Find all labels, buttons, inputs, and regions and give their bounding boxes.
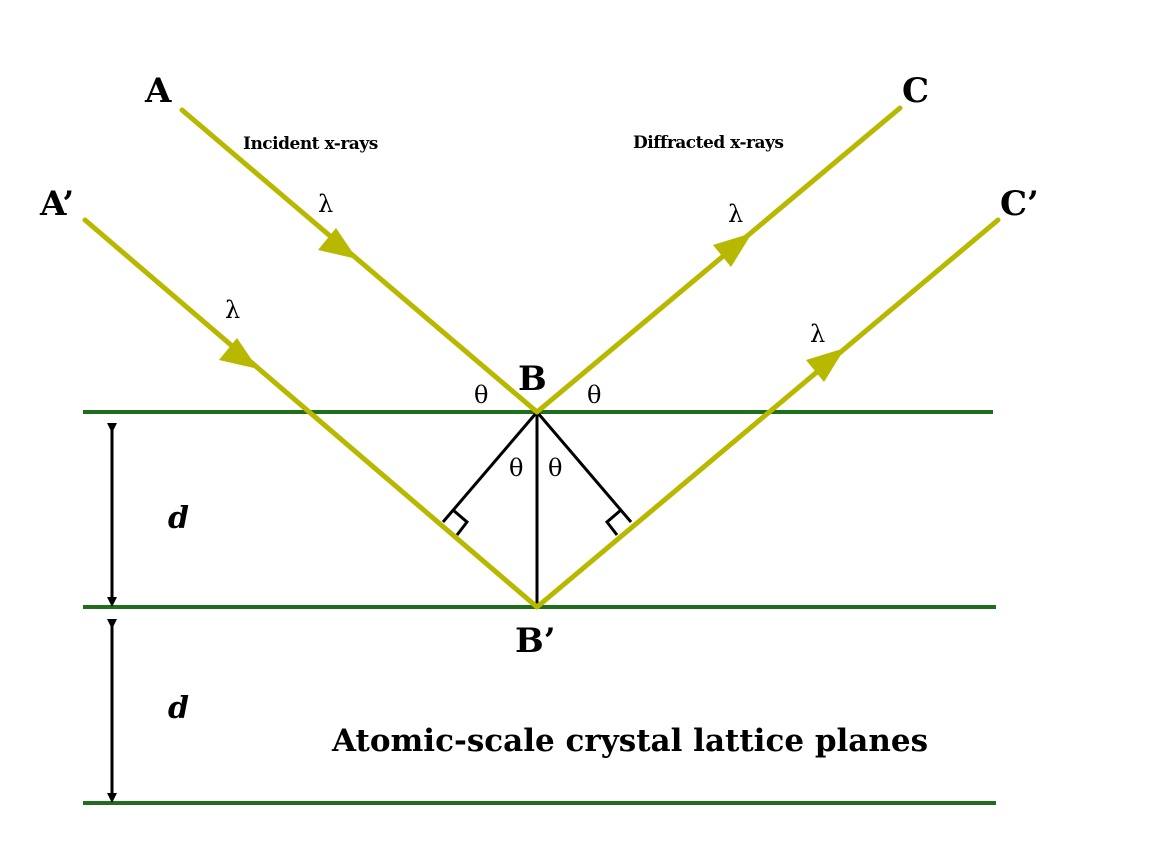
- point-C-label: C: [902, 71, 929, 111]
- right-angle-mark-right: [604, 508, 622, 536]
- spacing-label-1: d: [168, 501, 189, 536]
- theta-label-3: θ: [509, 454, 523, 482]
- point-A-prime-label: A’: [39, 184, 74, 224]
- perpendicular-left: [441, 411, 539, 523]
- diffracted-ray-C-prime: [534, 217, 1001, 610]
- lambda-label-1: λ: [318, 190, 333, 218]
- point-B-label: B: [518, 359, 547, 399]
- incident-ray-A: [179, 107, 540, 415]
- arrowhead-C-prime: [806, 348, 845, 382]
- theta-label-2: θ: [587, 381, 601, 409]
- arrowhead-C: [713, 233, 752, 267]
- spacing-label-2: d: [168, 691, 189, 726]
- diffracted-ray-C: [534, 105, 903, 415]
- point-B-prime-label: B’: [515, 621, 556, 661]
- theta-label-4: θ: [548, 454, 562, 482]
- diffracted-label: Diffracted x-rays: [633, 133, 783, 153]
- incident-label: Incident x-rays: [243, 134, 378, 154]
- theta-label-1: θ: [474, 381, 488, 409]
- incident-ray-A-prime: [82, 217, 540, 610]
- lambda-label-2: λ: [225, 296, 240, 324]
- right-angle-mark-left: [452, 508, 470, 536]
- arrowhead-A: [318, 228, 357, 259]
- lambda-label-4: λ: [810, 320, 825, 348]
- arrowhead-A-prime: [219, 338, 258, 369]
- caption: Atomic-scale crystal lattice planes: [331, 723, 928, 759]
- point-C-prime-label: C’: [1000, 184, 1039, 224]
- lambda-label-3: λ: [728, 200, 743, 228]
- point-A-label: A: [144, 71, 172, 111]
- perpendicular-right: [535, 411, 633, 523]
